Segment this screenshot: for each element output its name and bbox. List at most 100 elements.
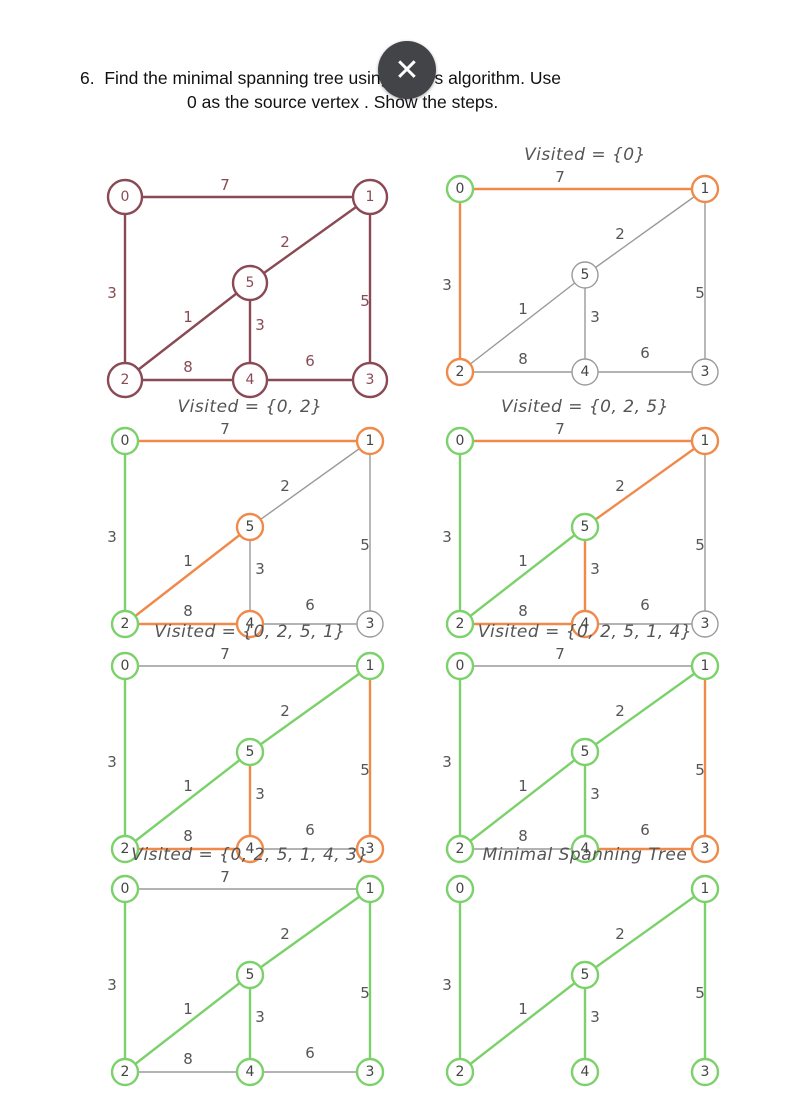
node-0 bbox=[445, 651, 475, 681]
edge-weight-4-3: 6 bbox=[305, 596, 315, 614]
node-0 bbox=[445, 174, 475, 204]
edge-weight-0-2: 3 bbox=[107, 753, 117, 771]
node-4 bbox=[570, 609, 600, 639]
node-1 bbox=[690, 426, 720, 456]
edge-weight-1-5: 2 bbox=[280, 702, 290, 720]
edge-weight-1-5: 2 bbox=[280, 925, 290, 943]
node-label-0: 0 bbox=[456, 881, 465, 897]
node-4 bbox=[235, 609, 265, 639]
edge-2-5 bbox=[458, 973, 587, 1074]
node-label-2: 2 bbox=[121, 616, 130, 632]
edge-weight-4-3: 6 bbox=[640, 596, 650, 614]
node-label-1: 1 bbox=[366, 433, 375, 449]
node-label-1: 1 bbox=[701, 658, 710, 674]
close-icon: ✕ bbox=[394, 53, 420, 87]
node-label-1: 1 bbox=[366, 881, 375, 897]
node-label-5: 5 bbox=[581, 267, 590, 283]
node-label-3: 3 bbox=[366, 1064, 375, 1080]
edge-1-5 bbox=[248, 887, 372, 977]
edge-2-5 bbox=[123, 525, 252, 626]
node-3 bbox=[355, 834, 385, 864]
node-5 bbox=[235, 512, 265, 542]
panel-caption: Visited = {0, 2} bbox=[177, 397, 323, 417]
node-1 bbox=[351, 178, 389, 216]
node-2 bbox=[445, 834, 475, 864]
node-label-3: 3 bbox=[366, 372, 375, 388]
edge-weight-4-5: 3 bbox=[590, 560, 600, 578]
node-1 bbox=[690, 874, 720, 904]
node-label-1: 1 bbox=[366, 658, 375, 674]
node-3 bbox=[691, 610, 719, 638]
edge-weight-2-5: 1 bbox=[183, 1000, 193, 1018]
edge-weight-1-5: 2 bbox=[615, 702, 625, 720]
question-line-1: 6. Find the minimal spanning tree using … bbox=[80, 66, 720, 90]
node-label-2: 2 bbox=[456, 841, 465, 857]
edge-weight-0-1: 7 bbox=[220, 176, 230, 194]
node-2 bbox=[110, 609, 140, 639]
edge-weight-4-3: 6 bbox=[305, 1044, 315, 1062]
edge-weight-1-3: 5 bbox=[360, 984, 370, 1002]
edge-weight-0-2: 3 bbox=[107, 284, 117, 302]
node-label-3: 3 bbox=[366, 841, 375, 857]
edge-weight-0-1: 7 bbox=[555, 168, 565, 186]
node-label-3: 3 bbox=[701, 841, 710, 857]
node-label-3: 3 bbox=[701, 1064, 710, 1080]
node-label-2: 2 bbox=[456, 1064, 465, 1080]
node-label-0: 0 bbox=[456, 433, 465, 449]
edge-2-5 bbox=[459, 274, 586, 373]
edge-weight-4-5: 3 bbox=[255, 1008, 265, 1026]
node-0 bbox=[106, 178, 144, 216]
node-5 bbox=[570, 737, 600, 767]
edge-weight-2-5: 1 bbox=[183, 552, 193, 570]
edge-weight-4-5: 3 bbox=[255, 560, 265, 578]
node-1 bbox=[355, 426, 385, 456]
edge-2-5 bbox=[123, 281, 252, 382]
node-label-2: 2 bbox=[121, 372, 130, 388]
edge-weight-2-4: 8 bbox=[518, 602, 528, 620]
node-label-4: 4 bbox=[581, 364, 590, 380]
node-3 bbox=[690, 834, 720, 864]
node-0 bbox=[110, 426, 140, 456]
edge-2-5 bbox=[123, 750, 252, 851]
edge-1-5 bbox=[583, 664, 707, 754]
edge-weight-2-4: 8 bbox=[518, 827, 528, 845]
edge-1-5 bbox=[583, 887, 707, 977]
node-3 bbox=[691, 358, 719, 386]
node-5 bbox=[570, 960, 600, 990]
edge-weight-4-5: 3 bbox=[590, 785, 600, 803]
question-line-1-text: Find the minimal spanning tree using Pri… bbox=[104, 68, 561, 88]
edge-1-5 bbox=[248, 664, 372, 754]
edge-weight-0-1: 7 bbox=[555, 645, 565, 663]
node-label-5: 5 bbox=[581, 519, 590, 535]
edge-2-5 bbox=[123, 973, 252, 1074]
node-4 bbox=[231, 361, 269, 399]
edge-weight-4-3: 6 bbox=[305, 821, 315, 839]
node-5 bbox=[235, 737, 265, 767]
edge-weight-0-2: 3 bbox=[442, 753, 452, 771]
edge-2-5 bbox=[458, 525, 587, 626]
close-button[interactable]: ✕ bbox=[378, 41, 436, 99]
edge-weight-1-3: 5 bbox=[360, 292, 370, 310]
edge-weight-0-1: 7 bbox=[220, 645, 230, 663]
node-label-1: 1 bbox=[701, 433, 710, 449]
question-line-2: 0 as the source vertex . Show the steps. bbox=[187, 92, 499, 112]
node-4 bbox=[235, 834, 265, 864]
node-label-5: 5 bbox=[246, 519, 255, 535]
edge-weight-1-5: 2 bbox=[615, 225, 625, 243]
node-label-5: 5 bbox=[246, 744, 255, 760]
edge-weight-0-1: 7 bbox=[555, 420, 565, 438]
edge-weight-0-2: 3 bbox=[442, 276, 452, 294]
node-2 bbox=[106, 361, 144, 399]
panel-caption: Minimal Spanning Tree bbox=[482, 845, 688, 865]
node-label-1: 1 bbox=[366, 189, 375, 205]
node-label-5: 5 bbox=[581, 744, 590, 760]
edge-weight-2-5: 1 bbox=[518, 1000, 528, 1018]
edge-1-5 bbox=[583, 439, 707, 529]
